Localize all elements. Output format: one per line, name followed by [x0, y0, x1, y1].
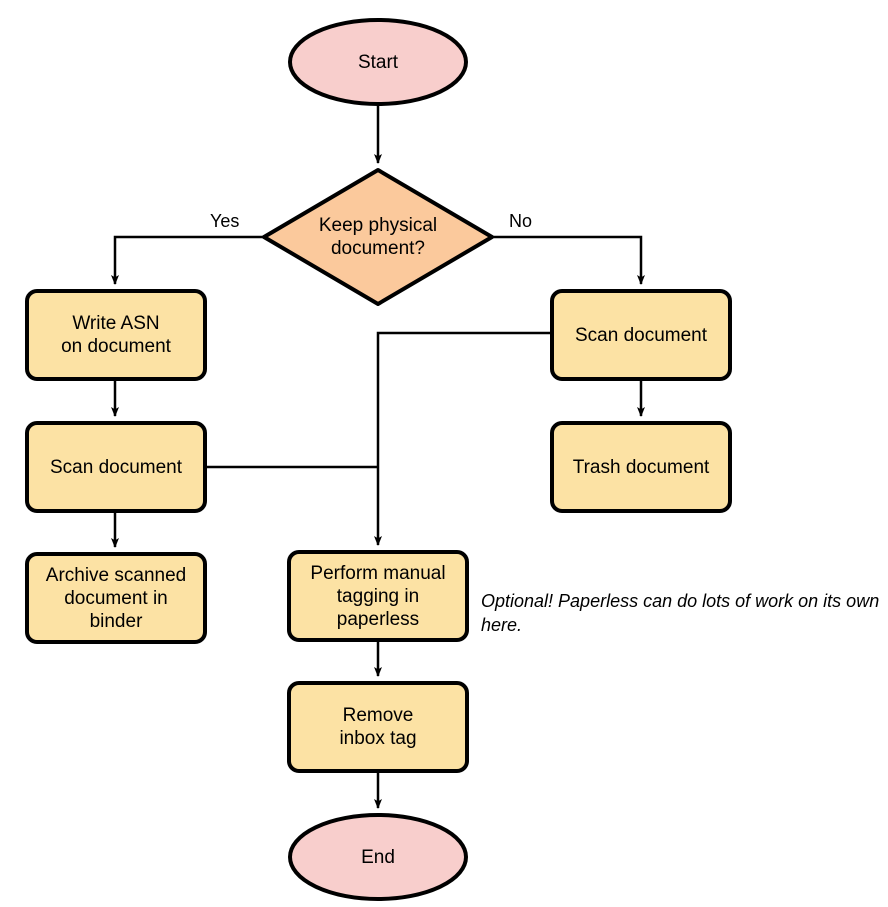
node-remove-inbox-tag[interactable]: [287, 681, 469, 773]
node-end[interactable]: [288, 813, 468, 901]
node-manual-tagging[interactable]: [287, 550, 469, 642]
edge-scan-right-to-manual-tagging: [374, 331, 552, 546]
node-keep-physical-document[interactable]: [262, 168, 494, 306]
optional-note: Optional! Paperless can do lots of work …: [481, 591, 880, 635]
node-scan-document-left[interactable]: [25, 421, 207, 513]
node-start[interactable]: [288, 18, 468, 106]
edge-label-no: No: [509, 211, 533, 231]
edge-decision-no-to-scan-right: [492, 235, 645, 285]
edge-decision-yes-to-write-asn: [111, 235, 264, 285]
node-scan-document-right[interactable]: [550, 289, 732, 381]
node-write-asn[interactable]: [25, 289, 207, 381]
node-archive-binder[interactable]: [25, 552, 207, 644]
node-trash-document[interactable]: [550, 421, 732, 513]
edge-label-yes: Yes: [210, 211, 240, 231]
